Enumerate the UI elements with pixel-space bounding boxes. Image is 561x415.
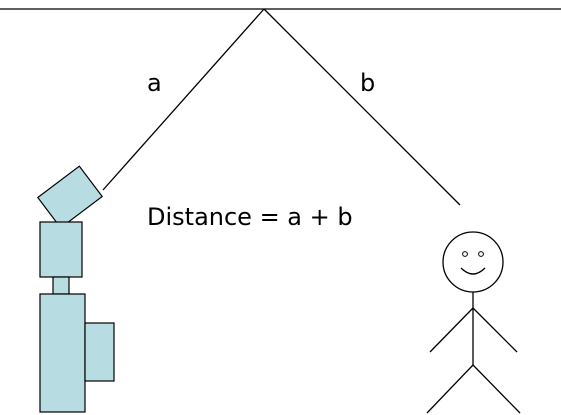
camera-connector: [52, 276, 70, 295]
distance-formula-label: Distance = a + b: [147, 203, 353, 231]
stick-figure-icon: [426, 231, 521, 414]
camera-icon: [36, 165, 115, 413]
person-smile: [460, 267, 486, 275]
camera-body: [39, 293, 86, 413]
person-head: [442, 231, 504, 293]
path-a-line: [102, 8, 265, 191]
camera-lens-head: [36, 165, 104, 229]
camera-neck: [39, 221, 83, 278]
person-left-arm: [429, 307, 474, 353]
camera-side-box: [84, 322, 115, 382]
path-b-label: b: [360, 69, 375, 97]
person-right-eye: [478, 251, 484, 257]
path-b-line: [263, 8, 461, 206]
person-left-eye: [462, 251, 468, 257]
person-right-arm: [472, 307, 518, 353]
path-a-label: a: [147, 69, 162, 97]
person-right-leg: [472, 364, 521, 414]
person-left-leg: [426, 364, 474, 414]
